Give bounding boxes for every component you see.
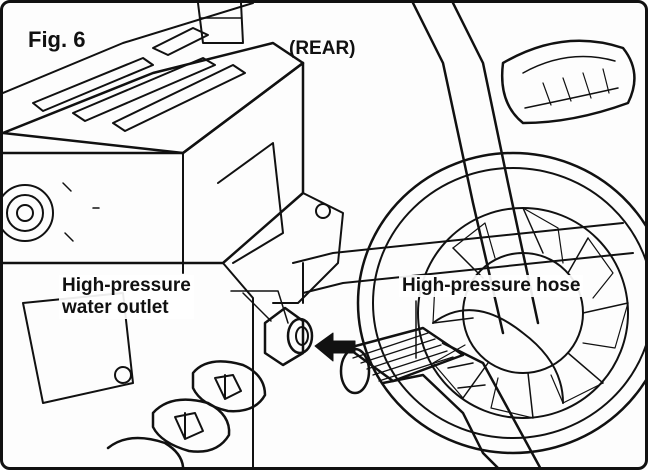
outlet-fitting (242, 292, 314, 367)
callout-hose: High-pressure hose (399, 275, 584, 297)
machine-body (3, 3, 344, 467)
insert-arrow (314, 332, 356, 362)
callout-water-outlet: High-pressure water outlet (59, 275, 194, 319)
figure-number: Fig. 6 (28, 27, 86, 52)
hose (339, 309, 564, 467)
callout-water-outlet-line1: High-pressure (62, 275, 191, 296)
frame-tubes (197, 3, 636, 335)
socket-blocks (106, 360, 267, 467)
wheel (356, 151, 645, 455)
callout-water-outlet-line2: water outlet (62, 296, 169, 318)
line-art (3, 3, 645, 467)
view-label: (REAR) (289, 38, 356, 59)
leader-lines (230, 290, 417, 359)
